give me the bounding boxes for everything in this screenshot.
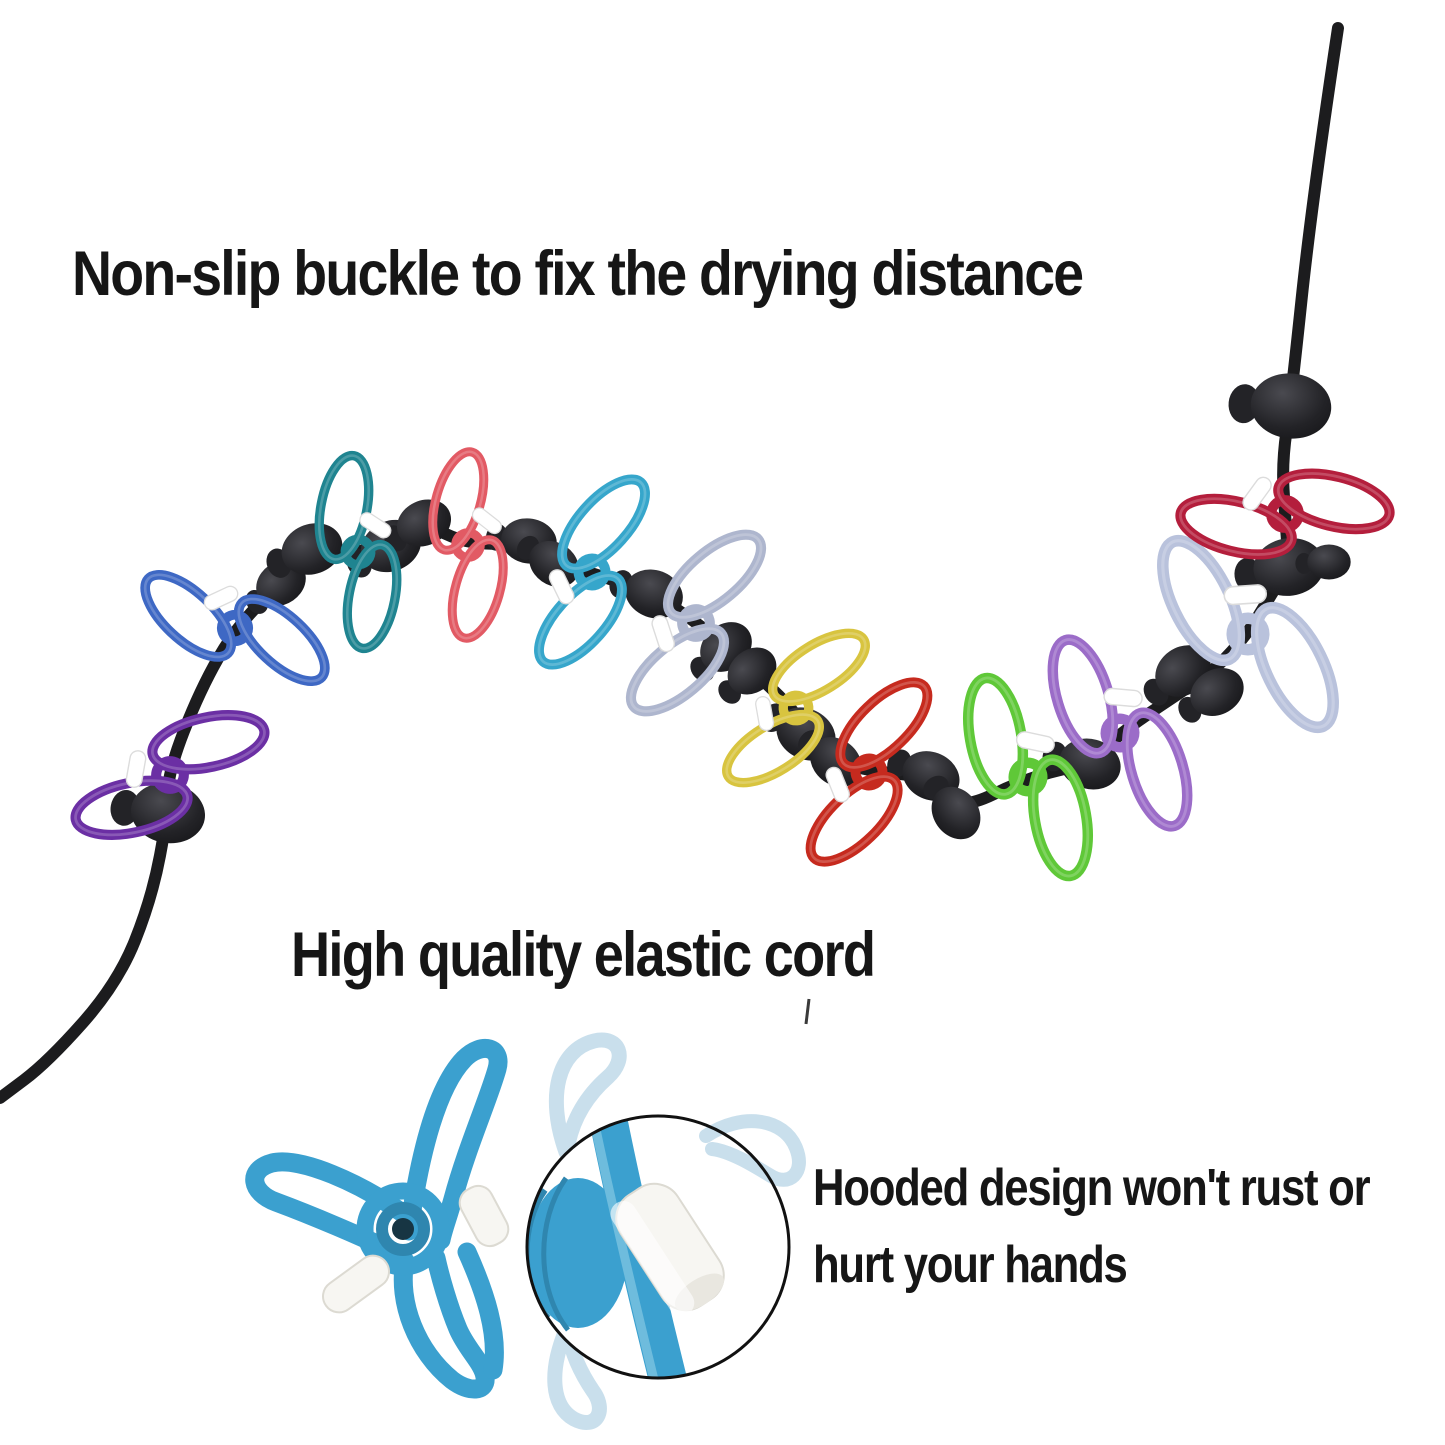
photo-artifact-tick [804, 998, 811, 1025]
caption-middle: High quality elastic cord [291, 920, 876, 990]
non-slip-buckle [1225, 367, 1335, 443]
magnified-hood-cap [610, 1182, 725, 1316]
closeup-hood-cap-left [322, 1254, 390, 1314]
closeup-coil [356, 1182, 450, 1276]
clothesline-chain [0, 22, 1400, 1104]
closeup-pale-hook [699, 1114, 806, 1187]
caption-bottom-line1: Hooded design won't rust or [813, 1159, 1371, 1217]
closeup-pale-clip [547, 1032, 627, 1430]
caption-top: Non-slip buckle to fix the drying distan… [72, 239, 1084, 309]
caption-bottom-line2: hurt your hands [813, 1236, 1128, 1294]
magnifier-ring [525, 1114, 791, 1380]
closeup-blue-clip [245, 1039, 508, 1399]
closeup-photo [245, 1032, 806, 1430]
caption-bottom: Hooded design won't rust or hurt your ha… [813, 1150, 1371, 1304]
closeup-hood-cap-right [458, 1184, 510, 1248]
magnifier-content [527, 1116, 725, 1378]
